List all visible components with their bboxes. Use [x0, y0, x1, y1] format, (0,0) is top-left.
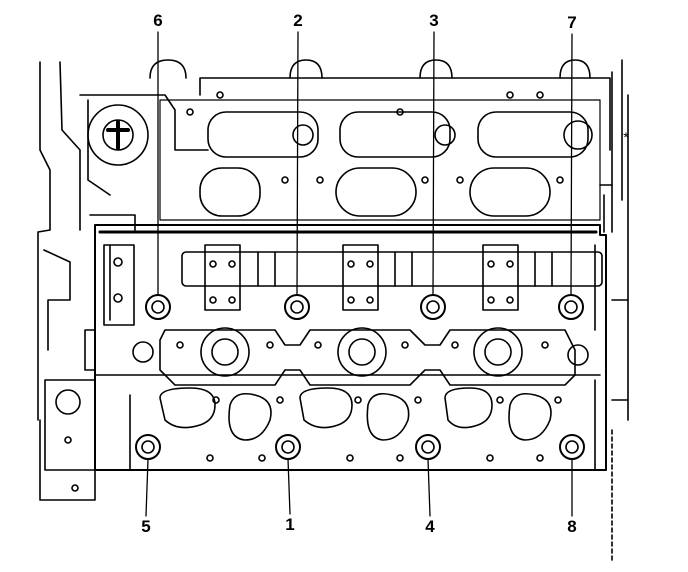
left-bracket	[44, 379, 96, 492]
tappet-row	[159, 387, 562, 462]
upper-arches	[149, 59, 591, 79]
left-boss	[87, 104, 149, 166]
engine-block-outline	[37, 59, 629, 561]
leader-lines	[145, 31, 573, 517]
callout-7: 7	[567, 13, 577, 32]
callout-6: 6	[153, 11, 163, 30]
callout-1: 1	[285, 515, 295, 534]
callout-4: 4	[425, 517, 435, 536]
valve-seats	[132, 327, 589, 386]
callout-8: 8	[567, 517, 577, 536]
cylinder-head-body	[84, 214, 607, 471]
callout-3: 3	[429, 11, 439, 30]
intake-gasket	[159, 91, 601, 221]
callout-2: 2	[293, 11, 303, 30]
camshaft	[103, 244, 603, 326]
lower-bolts	[135, 434, 585, 460]
callout-5: 5	[141, 517, 151, 536]
star-mark: *	[623, 129, 629, 145]
